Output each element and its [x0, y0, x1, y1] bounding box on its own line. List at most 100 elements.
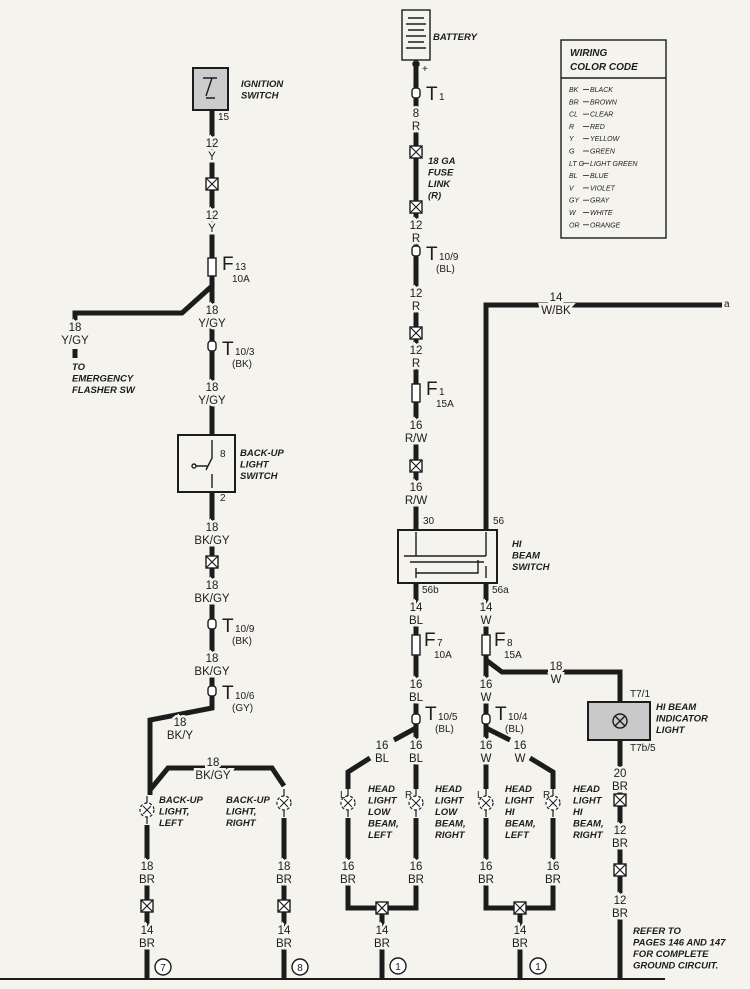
wire-gauge-label: 14 [376, 925, 389, 937]
ignition-switch [192, 67, 229, 111]
hi-left-label: BEAM, [505, 819, 536, 830]
terminal-note: 15A [504, 650, 522, 661]
hi-beam-indicator-label: LIGHT [656, 725, 686, 736]
legend-color-name: LIGHT GREEN [590, 161, 638, 168]
wire-color-label: Y/GY [198, 318, 226, 330]
lamps [138, 789, 562, 824]
wire-gauge-label: 18 [141, 861, 154, 873]
terminal-designator: T [495, 704, 507, 725]
legend-color-name: BROWN [590, 99, 618, 106]
terminal-designator: T [426, 244, 438, 265]
pin-label: 30 [423, 516, 435, 527]
low-left-label: BEAM, [368, 819, 399, 830]
wire-color-label: W [481, 692, 492, 704]
pin-label: 8 [220, 449, 226, 460]
wire-gauge-label: 14 [410, 602, 423, 614]
wire-color-label: R/W [405, 495, 428, 507]
low-right-label: HEAD [435, 784, 462, 795]
terminal-note: (BL) [435, 724, 454, 735]
connector-icon [409, 145, 423, 159]
wire-gauge-label: 18 [278, 861, 291, 873]
backup-right-label: RIGHT [226, 818, 257, 829]
ground-point-circle [154, 958, 172, 976]
backup-left-label: LIGHT, [159, 807, 189, 818]
wire-color-label: BL [375, 753, 390, 765]
connector-icon [205, 555, 219, 569]
battery [401, 9, 431, 68]
wire-gauge-label: 14 [480, 602, 493, 614]
pin-label: 56 [493, 516, 505, 527]
hi-beam-switch [397, 529, 498, 584]
pin-label: a [724, 299, 730, 310]
terminal-designator: F [424, 630, 436, 651]
wire-gauge-label: 16 [547, 861, 560, 873]
terminal-designator: T [425, 704, 437, 725]
emergency-flasher-label: FLASHER SW [72, 385, 136, 396]
hi-right-label: HEAD [573, 784, 600, 795]
legend-color-name: YELLOW [590, 136, 621, 143]
legend-code: LT G [569, 161, 585, 168]
legend-code: BL [569, 173, 578, 180]
battery-label: BATTERY [433, 32, 479, 43]
note-label: PAGES 146 AND 147 [633, 938, 726, 949]
terminal-designator: T [222, 339, 234, 360]
wire-gauge-label: 16 [376, 740, 389, 752]
legend-color-name: GRAY [590, 198, 611, 205]
wire-color-label: BL [409, 753, 424, 765]
low-left-label: HEAD [368, 784, 395, 795]
wire-color-label: R/W [405, 433, 428, 445]
wire-color-label: BL [409, 615, 424, 627]
legend-title: COLOR CODE [570, 62, 638, 73]
ground-point-circle [389, 957, 407, 975]
wire-gauge-label: 12 [614, 895, 627, 907]
terminal-subscript: 1 [439, 92, 445, 103]
wire-color-label: BR [408, 874, 424, 886]
wire-gauge-label: 12 [614, 825, 627, 837]
wire-gauge-label: 20 [614, 768, 627, 780]
terminal-designator: F [222, 254, 234, 275]
wire-color-label: BR [374, 938, 390, 950]
connector-icon [613, 863, 627, 877]
legend-code: G [569, 149, 575, 156]
wire-gauge-label: 16 [410, 420, 423, 432]
legend-code: Y [569, 136, 575, 143]
wire-color-label: BR [612, 781, 628, 793]
fuse-link-label: FUSE [428, 168, 454, 179]
ground-point-number: 1 [395, 962, 401, 973]
hi-right-label: LIGHT [573, 796, 603, 807]
terminal-subscript: 10/3 [235, 347, 255, 358]
pin-label: 15 [218, 112, 230, 123]
wire-gauge-label: 12 [410, 288, 423, 300]
terminal-note: (BL) [505, 724, 524, 735]
hi-beam-switch-label: HI [512, 539, 522, 550]
hi-left-label: LEFT [505, 830, 530, 841]
wire-gauge-label: 12 [410, 220, 423, 232]
terminal-note: 10A [434, 650, 452, 661]
legend-color-name: ORANGE [590, 222, 621, 229]
backup-switch-label: SWITCH [240, 471, 279, 482]
legend-code: OR [569, 222, 580, 229]
legend-code: CL [569, 112, 578, 119]
legend-code: R [569, 124, 574, 131]
wire-color-label: R [412, 233, 420, 245]
wire-gauge-label: 16 [410, 679, 423, 691]
wire-gauge-label: 16 [480, 861, 493, 873]
legend-color-name: RED [590, 124, 605, 131]
ignition-switch-label: IGNITION [241, 79, 284, 90]
wire-gauge-label: 14 [550, 292, 563, 304]
wire-gauge-label: 16 [480, 740, 493, 752]
connector-icon [409, 459, 423, 473]
wire-color-label: BK/GY [195, 770, 230, 782]
lamp-icon [477, 789, 495, 817]
pin-label: L [477, 790, 483, 801]
wire-color-label: BR [512, 938, 528, 950]
backup-light-switch [177, 434, 236, 493]
terminal-subscript: 1 [439, 387, 445, 398]
wire-gauge-label: 18 [174, 717, 187, 729]
wire-color-label: Y [208, 223, 216, 235]
pin-label: R [543, 790, 550, 801]
wire-gauge-label: 12 [410, 345, 423, 357]
fuse-link-label: LINK [428, 179, 451, 190]
terminal-subscript: 10/9 [235, 624, 255, 635]
backup-right-label: LIGHT, [226, 807, 256, 818]
